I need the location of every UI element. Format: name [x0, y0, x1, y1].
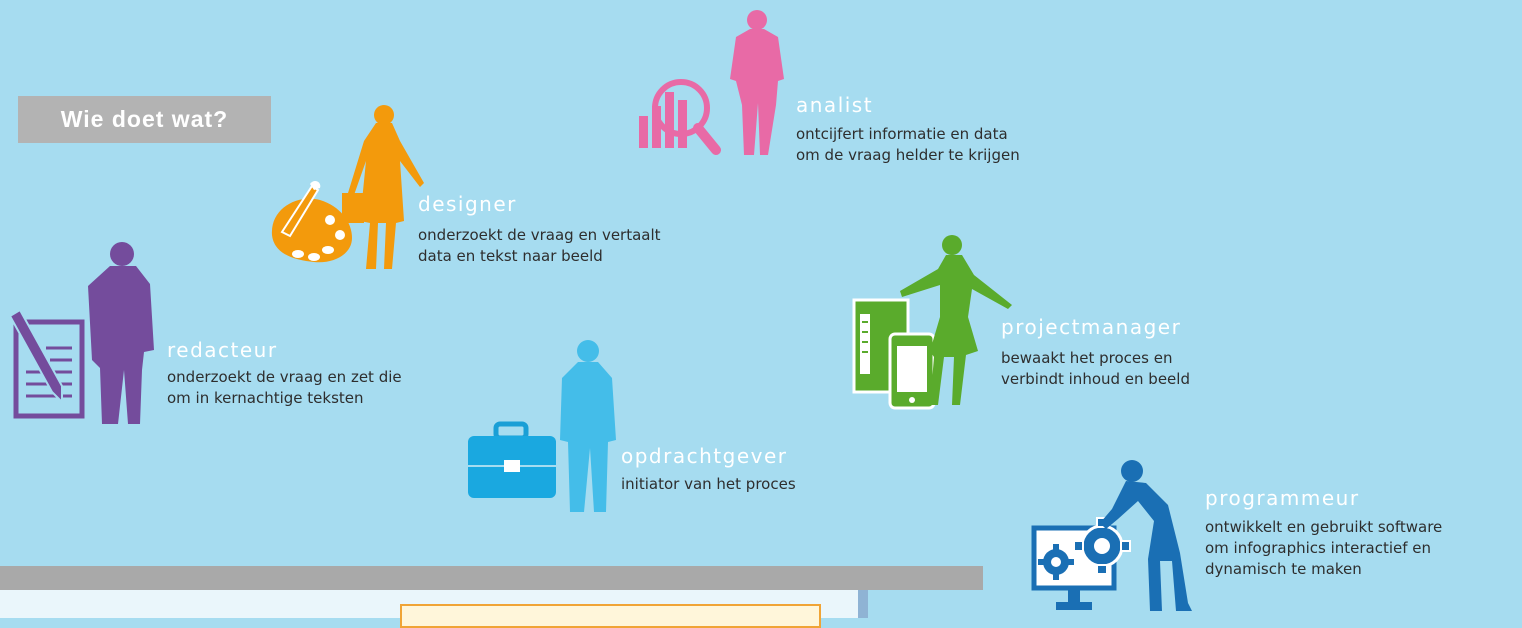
panel-side-divider [858, 590, 868, 618]
role-desc-redacteur-1: onderzoekt de vraag en zet die [167, 368, 402, 386]
bottom-divider-band [0, 566, 983, 590]
role-desc-redacteur-2: om in kernachtige teksten [167, 389, 364, 407]
notepad-pencil-icon [8, 308, 85, 419]
designer-figure [342, 105, 424, 269]
analist-figure [730, 10, 784, 155]
role-desc-analist-1: ontcijfert informatie en data [796, 125, 1008, 143]
projectmanager-figure [900, 235, 1012, 405]
role-desc-analist-2: om de vraag helder te krijgen [796, 146, 1020, 164]
role-name-redacteur: redacteur [167, 338, 278, 362]
role-desc-programmeur-1: ontwikkelt en gebruikt software [1205, 518, 1443, 536]
binder-phone-icon [852, 298, 936, 410]
role-name-programmeur: programmeur [1205, 486, 1360, 510]
monitor-gears-icon [1031, 517, 1131, 610]
magnifier-chart-icon [639, 79, 721, 155]
role-name-analist: analist [796, 93, 874, 117]
role-name-projectmanager: projectmanager [1001, 315, 1182, 339]
redacteur-figure [88, 242, 154, 424]
opdrachtgever-figure [560, 340, 616, 512]
note-box [400, 604, 821, 628]
paint-palette-icon [271, 181, 352, 263]
role-name-opdrachtgever: opdrachtgever [621, 444, 788, 468]
programmeur-figure [1100, 460, 1192, 611]
role-desc-projectmanager-2: verbindt inhoud en beeld [1001, 370, 1190, 388]
role-desc-projectmanager-1: bewaakt het proces en [1001, 349, 1173, 367]
page-title: Wie doet wat? [18, 96, 271, 143]
role-desc-programmeur-3: dynamisch te maken [1205, 560, 1362, 578]
role-desc-programmeur-2: om infographics interactief en [1205, 539, 1432, 557]
role-desc-designer-1: onderzoekt de vraag en vertaalt [418, 226, 661, 244]
role-desc-designer-2: data en tekst naar beeld [418, 247, 603, 265]
role-name-designer: designer [418, 192, 517, 216]
role-desc-opdrachtgever-1: initiator van het proces [621, 475, 796, 493]
briefcase-icon [468, 421, 556, 498]
